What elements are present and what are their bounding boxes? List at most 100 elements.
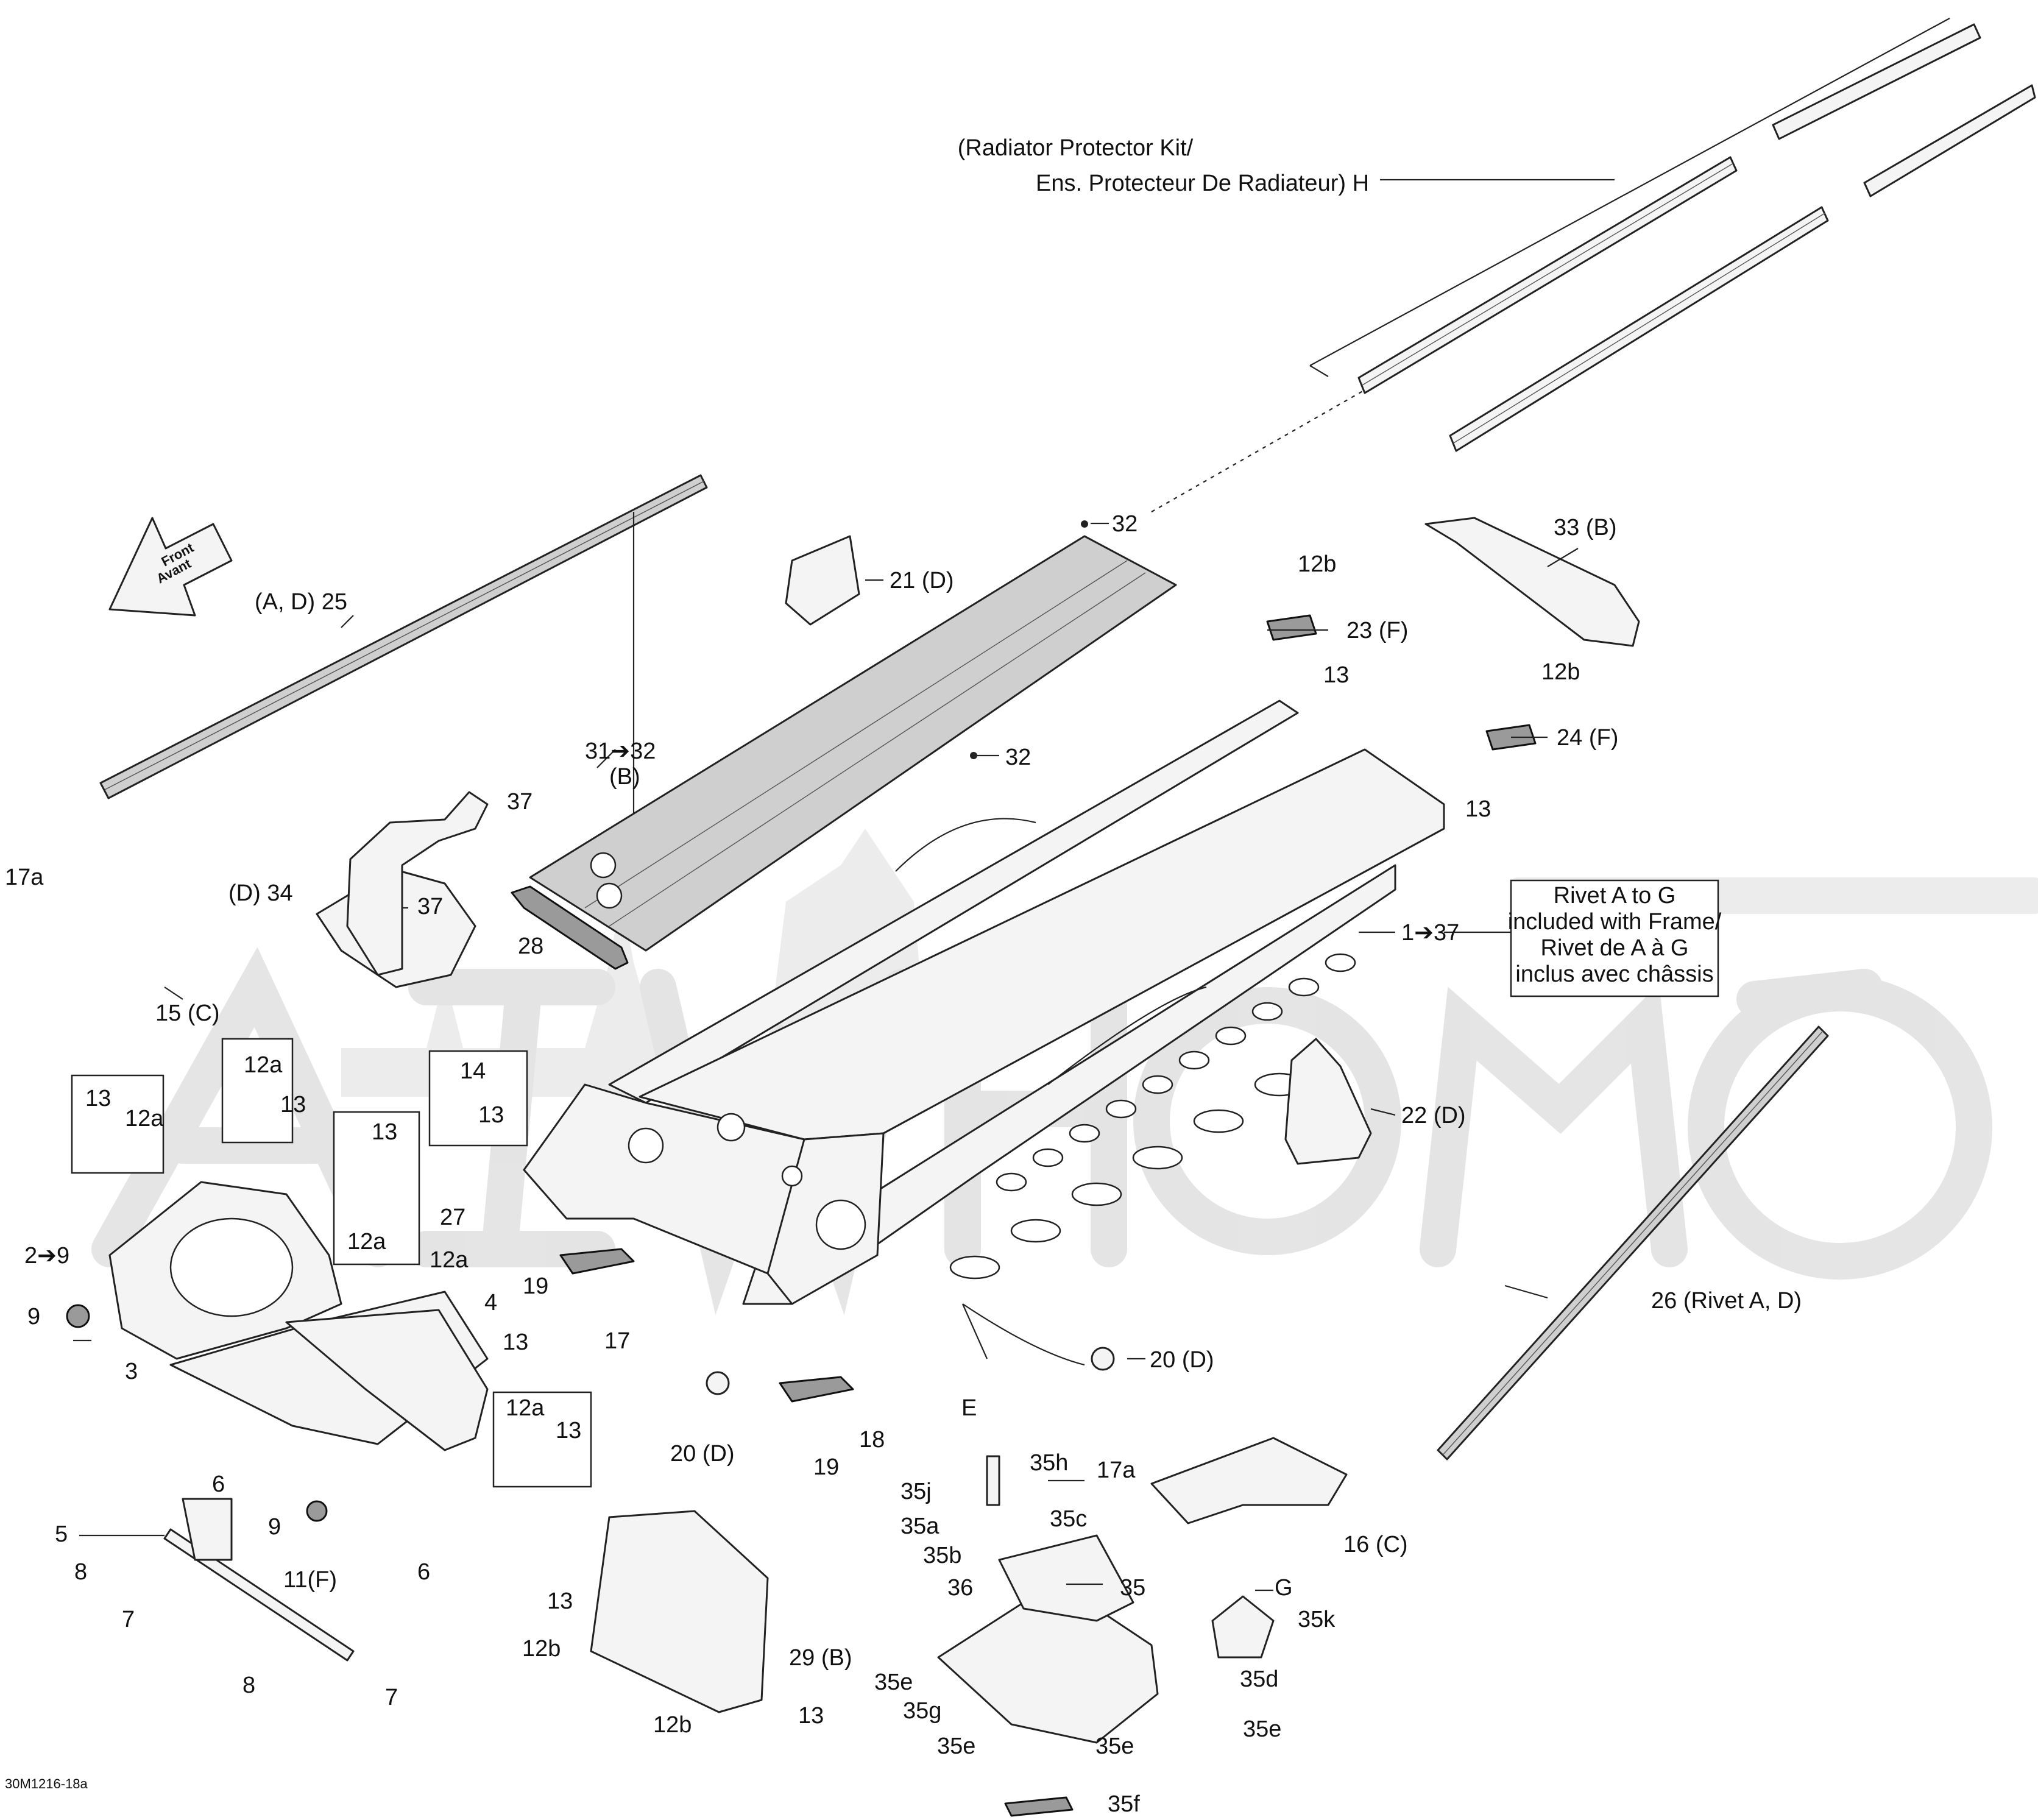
box4-13: 13 bbox=[372, 1119, 397, 1145]
label-35c: 35c bbox=[1050, 1506, 1087, 1532]
front-bulkhead bbox=[66, 1181, 489, 1522]
label-5: 5 bbox=[55, 1521, 68, 1547]
label-35b: 35b bbox=[923, 1543, 961, 1568]
label-17: 17 bbox=[604, 1328, 630, 1354]
plate-22 bbox=[1284, 1038, 1372, 1165]
bracket-35 bbox=[937, 1455, 1275, 1817]
label-35e-c: 35e bbox=[937, 1733, 975, 1759]
label-16: 16 (C) bbox=[1343, 1532, 1408, 1557]
callout-box-5 bbox=[492, 1391, 592, 1488]
label-35f: 35f bbox=[1108, 1791, 1140, 1817]
rivet-note-line3: Rivet de A à G bbox=[1541, 935, 1689, 961]
label-35e-d: 35e bbox=[1095, 1733, 1134, 1759]
label-3: 3 bbox=[125, 1359, 138, 1384]
footrest-17 bbox=[559, 1248, 635, 1275]
label-36: 36 bbox=[947, 1575, 973, 1601]
label-17a-a: 17a bbox=[5, 865, 44, 890]
label-31: 31➔32 bbox=[585, 738, 656, 764]
tunnel-frame bbox=[523, 699, 1445, 1366]
label-21: 21 (D) bbox=[890, 568, 954, 593]
plate-5 bbox=[163, 1528, 355, 1662]
radiator-29 bbox=[590, 1510, 769, 1713]
label-G: G bbox=[1275, 1575, 1293, 1601]
rivet-note-line2: included with Frame/ bbox=[1508, 909, 1722, 935]
box2-12a: 12a bbox=[244, 1052, 283, 1078]
label-12b-d: 12b bbox=[653, 1712, 692, 1738]
plug-20a bbox=[1091, 1347, 1115, 1371]
box2-13: 13 bbox=[280, 1092, 306, 1117]
radiator-protector-kit bbox=[1151, 18, 2036, 512]
label-32-top: 32 bbox=[1112, 511, 1138, 537]
label-35k: 35k bbox=[1298, 1607, 1336, 1632]
label-4: 4 bbox=[484, 1290, 497, 1315]
label-1-37: 1➔37 bbox=[1401, 920, 1459, 946]
front-arrow-icon bbox=[108, 517, 233, 617]
label-24: 24 (F) bbox=[1557, 725, 1618, 751]
label-8-a: 8 bbox=[74, 1559, 87, 1585]
label-12b-a: 12b bbox=[1298, 551, 1336, 577]
misc-parts bbox=[163, 517, 1640, 1713]
rail-25 bbox=[99, 474, 708, 865]
label-25: (A, D) 25 bbox=[255, 589, 347, 615]
label-13-a: 13 bbox=[1323, 662, 1349, 688]
label-22: 22 (D) bbox=[1401, 1103, 1466, 1128]
heat-exchanger-31 bbox=[529, 520, 1177, 952]
box4-12a: 12a bbox=[347, 1229, 386, 1255]
label-13-b: 13 bbox=[1465, 796, 1491, 822]
label-13-d: 13 bbox=[547, 1588, 573, 1614]
callout-box-2 bbox=[221, 1038, 294, 1144]
label-23: 23 (F) bbox=[1346, 618, 1408, 643]
diagram-code: 30M1216-18a bbox=[5, 1776, 88, 1791]
label-17a-b: 17a bbox=[1097, 1457, 1136, 1483]
label-37-b: 37 bbox=[417, 894, 443, 919]
label-12b-c: 12b bbox=[522, 1636, 561, 1662]
label-E: E bbox=[961, 1395, 977, 1421]
label-6-b: 6 bbox=[417, 1559, 430, 1585]
kit-note-line1: (Radiator Protector Kit/ bbox=[958, 135, 1194, 161]
label-11: 11(F) bbox=[283, 1567, 337, 1593]
bracket-23 bbox=[1266, 614, 1317, 641]
plug-20b bbox=[706, 1371, 730, 1395]
frame-cutouts bbox=[949, 953, 1356, 1280]
label-35: 35 bbox=[1120, 1575, 1145, 1601]
label-28: 28 bbox=[518, 933, 543, 959]
label-9-a: 9 bbox=[27, 1304, 40, 1330]
kit-note-line2: Ens. Protecteur De Radiateur) H bbox=[1036, 171, 1369, 196]
mount-16 bbox=[1150, 1437, 1348, 1524]
rail-26 bbox=[1437, 1025, 1829, 1461]
label-20-a: 20 (D) bbox=[1150, 1347, 1214, 1373]
label-20-b: 20 (D) bbox=[670, 1441, 735, 1467]
label-19-a: 19 bbox=[523, 1273, 548, 1299]
box1-12a: 12a bbox=[125, 1106, 164, 1131]
label-33: 33 (B) bbox=[1554, 515, 1616, 540]
label-13-e: 13 bbox=[798, 1703, 824, 1729]
bracket-34 bbox=[346, 791, 489, 976]
label-12b-b: 12b bbox=[1541, 659, 1580, 685]
box3-13: 13 bbox=[478, 1102, 504, 1128]
label-13-c: 13 bbox=[503, 1330, 528, 1355]
rivet-note-box bbox=[1510, 879, 1719, 997]
label-35e-b: 35e bbox=[1243, 1716, 1281, 1742]
callout-box-3 bbox=[428, 1050, 528, 1147]
rivet-note-line1: Rivet A to G bbox=[1554, 883, 1676, 908]
label-12a-c: 12a bbox=[430, 1247, 469, 1273]
label-6-a: 6 bbox=[212, 1471, 225, 1497]
box5-13: 13 bbox=[556, 1418, 581, 1443]
box5-12a: 12a bbox=[506, 1395, 545, 1421]
label-35e-a: 35e bbox=[874, 1670, 913, 1695]
box1-13: 13 bbox=[85, 1086, 111, 1111]
brace-33 bbox=[1424, 517, 1640, 647]
label-35d: 35d bbox=[1240, 1666, 1278, 1692]
label-35j: 35j bbox=[900, 1479, 932, 1504]
label-9-b: 9 bbox=[268, 1514, 281, 1540]
plate-11 bbox=[182, 1498, 233, 1561]
label-27: 27 bbox=[440, 1205, 465, 1230]
footrest-18 bbox=[779, 1376, 854, 1403]
label-35h: 35h bbox=[1030, 1450, 1068, 1476]
callout-box-1 bbox=[71, 1074, 165, 1174]
label-29: 29 (B) bbox=[789, 1645, 852, 1671]
label-18: 18 bbox=[859, 1427, 885, 1453]
label-15: 15 (C) bbox=[155, 1000, 220, 1026]
label-31b: (B) bbox=[609, 764, 640, 790]
bracket-28 bbox=[511, 885, 629, 970]
